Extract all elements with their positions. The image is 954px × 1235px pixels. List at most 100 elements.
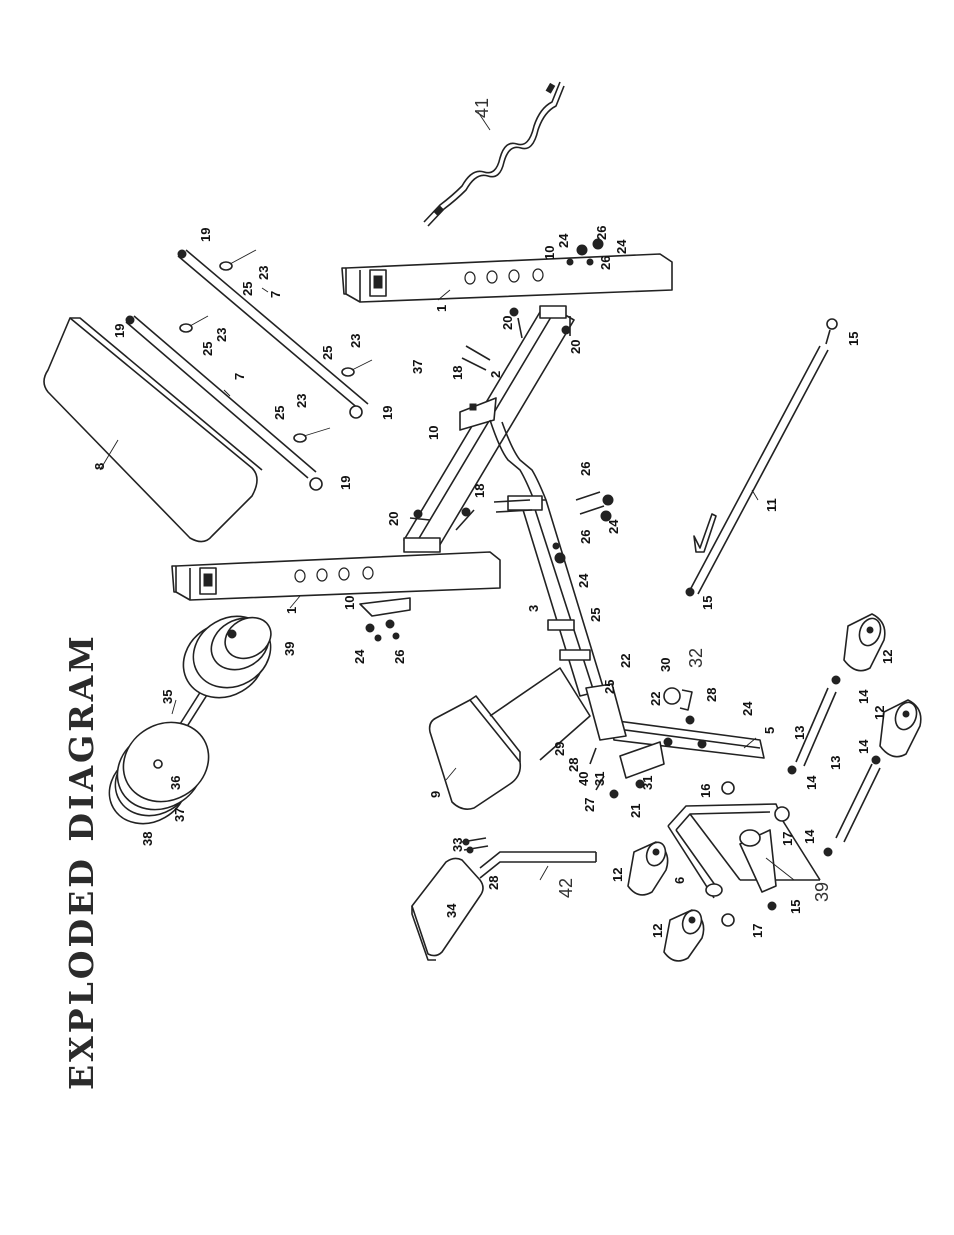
callout-label: 40 bbox=[576, 772, 591, 786]
callout-label: 16 bbox=[698, 784, 713, 798]
callout-label: 26 bbox=[392, 650, 407, 664]
callout-label: 35 bbox=[160, 690, 175, 704]
callout-label: 24 bbox=[614, 239, 629, 254]
callout-label: 19 bbox=[112, 324, 127, 338]
callout-label: 23 bbox=[214, 328, 229, 342]
callout-label: 24 bbox=[576, 573, 591, 588]
callout-label: 31 bbox=[592, 772, 607, 786]
callout-label: 37 bbox=[172, 808, 187, 822]
barbell-35 bbox=[108, 615, 272, 825]
callout-label: 10 bbox=[342, 596, 357, 610]
callout-label: 15 bbox=[846, 332, 861, 346]
callout-label: 24 bbox=[606, 519, 621, 534]
callout-label: 6 bbox=[672, 877, 687, 884]
callout-label: 24 bbox=[740, 701, 755, 716]
callout-label: 30 bbox=[658, 658, 673, 672]
callout-label: 19 bbox=[380, 406, 395, 420]
seat-pad-9 bbox=[428, 667, 591, 810]
cross-bar-2 bbox=[403, 305, 575, 553]
callout-label: 22 bbox=[618, 654, 633, 668]
callout-label: 24 bbox=[556, 233, 571, 248]
callout-label: 28 bbox=[486, 876, 501, 890]
callout-label: 12 bbox=[650, 924, 665, 938]
preacher-pad-34 bbox=[411, 837, 597, 961]
callout-label: 32 bbox=[686, 648, 706, 668]
callout-label: 36 bbox=[168, 776, 183, 790]
callout-label: 39 bbox=[282, 642, 297, 656]
callout-label: 10 bbox=[426, 426, 441, 440]
callout-label: 25 bbox=[240, 282, 255, 296]
callout-label: 13 bbox=[792, 726, 807, 740]
callout-label: 25 bbox=[602, 680, 617, 694]
callout-label: 42 bbox=[556, 878, 576, 898]
callout-label: 15 bbox=[788, 900, 803, 914]
callout-label: 25 bbox=[200, 342, 215, 356]
callout-label: 18 bbox=[450, 366, 465, 380]
callout-labels: 41 19 25 23 7 19 25 23 25 23 7 25 23 19 … bbox=[92, 98, 895, 938]
callout-label: 7 bbox=[268, 291, 283, 298]
callout-label: 23 bbox=[294, 394, 309, 408]
callout-label: 31 bbox=[640, 776, 655, 790]
callout-label: 14 bbox=[856, 739, 871, 754]
callout-label: 41 bbox=[472, 98, 492, 118]
callout-label: 38 bbox=[140, 832, 155, 846]
callout-label: 39 bbox=[812, 882, 832, 902]
hardware-center bbox=[409, 316, 614, 531]
upright-1-right bbox=[341, 238, 673, 303]
leg-frame-6 bbox=[667, 781, 821, 927]
callout-label: 34 bbox=[444, 903, 459, 918]
callout-label: 19 bbox=[198, 228, 213, 242]
callout-label: 7 bbox=[232, 373, 247, 380]
callout-label: 26 bbox=[594, 226, 609, 240]
main-rail-3 bbox=[489, 419, 605, 697]
callout-label: 12 bbox=[610, 868, 625, 882]
callout-label: 23 bbox=[348, 334, 363, 348]
callout-label: 22 bbox=[648, 692, 663, 706]
upright-1-left bbox=[171, 551, 501, 642]
callout-label: 23 bbox=[256, 266, 271, 280]
callout-label: 13 bbox=[828, 756, 843, 770]
callout-label: 29 bbox=[552, 742, 567, 756]
callout-label: 9 bbox=[428, 791, 443, 798]
callout-label: 14 bbox=[802, 829, 817, 844]
callout-label: 1 bbox=[434, 305, 449, 312]
callout-label: 25 bbox=[588, 608, 603, 622]
callout-label: 20 bbox=[386, 512, 401, 526]
callout-label: 20 bbox=[500, 316, 515, 330]
callout-label: 25 bbox=[320, 346, 335, 360]
callout-label: 26 bbox=[598, 256, 613, 270]
back-tubes-7 bbox=[125, 249, 373, 491]
callout-label: 2 bbox=[488, 371, 503, 378]
leg-bar-11 bbox=[685, 318, 838, 597]
callout-label: 28 bbox=[566, 758, 581, 772]
callout-label: 15 bbox=[700, 596, 715, 610]
callout-label: 17 bbox=[750, 924, 765, 938]
rollers-12-13-14 bbox=[627, 613, 922, 962]
callout-label: 11 bbox=[764, 498, 779, 512]
curl-bar-41 bbox=[423, 81, 565, 227]
callout-label: 10 bbox=[542, 246, 557, 260]
page-title: EXPLODED DIAGRAM bbox=[62, 633, 101, 1090]
callout-label: 8 bbox=[92, 463, 107, 470]
callout-label: 3 bbox=[526, 605, 541, 612]
callout-label: 14 bbox=[856, 689, 871, 704]
callout-label: 33 bbox=[450, 838, 465, 852]
callout-label: 1 bbox=[284, 607, 299, 614]
callout-label: 12 bbox=[872, 706, 887, 720]
back-pad-8 bbox=[43, 317, 263, 543]
callout-label: 26 bbox=[578, 462, 593, 476]
callout-label: 24 bbox=[352, 649, 367, 664]
callout-label: 18 bbox=[472, 484, 487, 498]
callout-label: 12 bbox=[880, 650, 895, 664]
callout-label: 19 bbox=[338, 476, 353, 490]
callout-label: 14 bbox=[804, 775, 819, 790]
callout-label: 37 bbox=[410, 360, 425, 374]
callout-label: 28 bbox=[704, 688, 719, 702]
leg-frame-5 bbox=[585, 683, 765, 799]
callout-label: 20 bbox=[568, 340, 583, 354]
callout-label: 5 bbox=[762, 727, 777, 734]
callout-label: 26 bbox=[578, 530, 593, 544]
callout-label: 25 bbox=[272, 406, 287, 420]
